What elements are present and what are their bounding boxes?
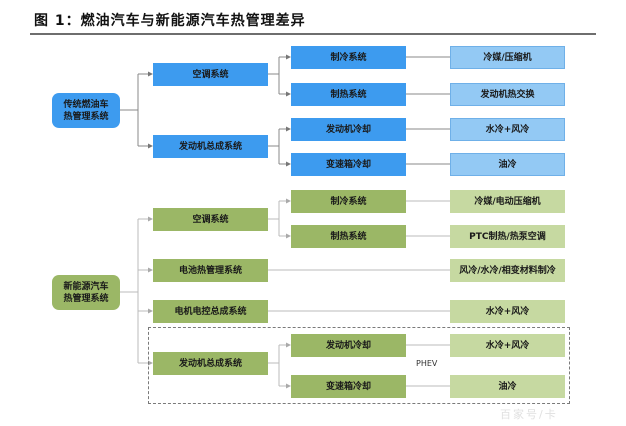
nev-root-node: 新能源汽车 热管理系统 [52,275,120,310]
fuel-connectors [120,54,450,167]
fuel-heating-solution-node: 发动机热交换 [450,83,565,106]
fuel-root-node: 传统燃油车 热管理系统 [52,93,120,128]
nev-ac-system-node: 空调系统 [153,208,268,231]
title-underline [30,33,596,35]
nev-gearbox-cooling-node: 变速箱冷却 [291,375,406,398]
fuel-ac-system-node: 空调系统 [153,63,268,86]
nev-battery-solution-node: 风冷/水冷/相变材料制冷 [450,259,565,282]
nev-connectors [120,198,450,389]
nev-motor-solution-node: 水冷+风冷 [450,300,565,323]
nev-heating-system-node: 制热系统 [291,225,406,248]
figure-title: 图 1：燃油汽车与新能源汽车热管理差异 [34,13,306,29]
nev-cooling-solution-node: 冷媒/电动压缩机 [450,190,565,213]
fuel-engine-cooling-solution-node: 水冷+风冷 [450,118,565,141]
nev-battery-system-node: 电池热管理系统 [153,259,268,282]
phev-dashed-region [148,327,570,404]
nev-gearbox-cooling-solution-node: 油冷 [450,375,565,398]
nev-cooling-system-node: 制冷系统 [291,190,406,213]
phev-label: PHEV [414,359,440,369]
fuel-cooling-system-node: 制冷系统 [291,46,406,69]
nev-engine-cooling-node: 发动机冷却 [291,334,406,357]
nev-heating-solution-node: PTC制热/热泵空调 [450,225,565,248]
fuel-cooling-solution-node: 冷媒/压缩机 [450,46,565,69]
fuel-engine-cooling-node: 发动机冷却 [291,118,406,141]
fuel-heating-system-node: 制热系统 [291,83,406,106]
nev-engine-assembly-node: 发动机总成系统 [153,352,268,375]
nev-engine-cooling-solution-node: 水冷+风冷 [450,334,565,357]
fuel-gearbox-cooling-solution-node: 油冷 [450,153,565,176]
fuel-gearbox-cooling-node: 变速箱冷却 [291,153,406,176]
fuel-engine-assembly-node: 发动机总成系统 [153,135,268,158]
nev-motor-system-node: 电机电控总成系统 [153,300,268,323]
watermark: 百家号/卡 [500,408,558,421]
